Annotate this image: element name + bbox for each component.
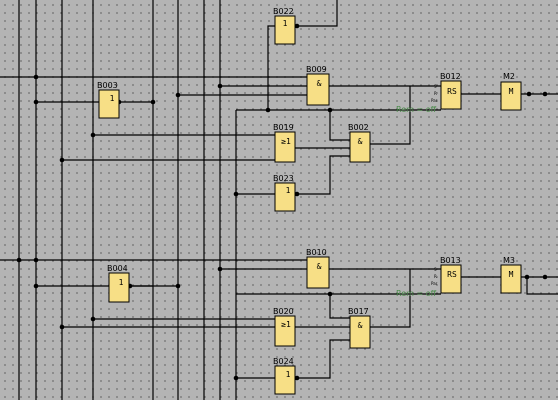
block-symbol: RS [447, 87, 457, 96]
block-label: B013 [440, 256, 461, 265]
junction-dot [294, 191, 300, 197]
junction-dot [16, 257, 22, 263]
block-label: B020 [273, 307, 294, 316]
junction-dot [33, 99, 39, 105]
junction-dot [233, 375, 239, 381]
junction-dot [217, 83, 223, 89]
block-label: M3 [503, 256, 515, 265]
block-symbol: ≥1 [281, 320, 291, 329]
block-b010[interactable]: B010 & [306, 248, 330, 289]
block-b017[interactable]: B017 & [348, 307, 371, 349]
block-b009[interactable]: B009 & [306, 65, 330, 106]
block-symbol: 1 [283, 19, 288, 28]
block-label: B019 [273, 123, 294, 132]
block-symbol: & [358, 137, 363, 146]
comment-remanence-upper: Rem = off [396, 105, 437, 114]
pin-par: Par [431, 281, 438, 286]
block-symbol: & [317, 79, 322, 88]
junction-dot [233, 191, 239, 197]
block-b003[interactable]: B003 1 [97, 81, 120, 119]
junction-dot [542, 91, 548, 97]
block-b019[interactable]: B019 ≥1 [273, 123, 296, 163]
block-symbol: M [509, 270, 514, 279]
block-m2[interactable]: M2 M [500, 72, 522, 111]
pin-reset: R [434, 91, 437, 96]
junction-dot [59, 324, 65, 330]
junction-dot [33, 257, 39, 263]
block-b002[interactable]: B002 & [348, 123, 371, 163]
junction-dot [327, 291, 333, 297]
block-label: B004 [107, 264, 128, 273]
block-symbol: 1 [110, 94, 115, 103]
junction-dot [294, 23, 300, 29]
block-b004[interactable]: B004 1 [107, 264, 130, 303]
block-symbol: M [509, 87, 514, 96]
junction-dot [524, 274, 530, 280]
block-label: B010 [306, 248, 327, 257]
junction-dot [33, 283, 39, 289]
block-label: B012 [440, 72, 461, 81]
junction-dot [90, 316, 96, 322]
junction-dot [175, 92, 181, 98]
pin-set: S [434, 84, 437, 89]
junction-dot [59, 157, 65, 163]
junction-dot [265, 107, 271, 113]
block-b012[interactable]: B012 RS S R Par [431, 72, 462, 110]
block-symbol: 1 [286, 186, 291, 195]
comment-remanence-lower: Rem = off [396, 289, 437, 298]
block-symbol: & [358, 321, 363, 330]
block-label: B024 [273, 357, 294, 366]
block-label: B002 [348, 123, 369, 132]
block-b013[interactable]: B013 RS S R Par [431, 256, 462, 294]
junction-dot [542, 274, 548, 280]
block-label: B022 [273, 7, 294, 16]
block-label: M2 [503, 72, 515, 81]
block-b023[interactable]: B023 1 [273, 174, 296, 212]
block-symbol: & [317, 262, 322, 271]
junction-dot [175, 283, 181, 289]
junction-dots [16, 23, 548, 381]
junction-dot [294, 375, 300, 381]
block-m3[interactable]: M3 M [500, 256, 522, 294]
junction-dot [90, 132, 96, 138]
block-label: B003 [97, 81, 118, 90]
block-symbol: RS [447, 270, 457, 279]
junction-dot [33, 74, 39, 80]
pin-reset: R [434, 274, 437, 279]
block-b022[interactable]: B022 1 [273, 7, 296, 45]
junction-dot [217, 266, 223, 272]
junction-dot [526, 91, 532, 97]
block-label: B009 [306, 65, 327, 74]
pin-par: Par [431, 98, 438, 103]
block-symbol: 1 [286, 370, 291, 379]
pin-set: S [434, 267, 437, 272]
block-symbol: 1 [119, 278, 124, 287]
block-b020[interactable]: B020 ≥1 [273, 307, 296, 347]
block-symbol: ≥1 [281, 137, 291, 146]
block-label: B017 [348, 307, 369, 316]
junction-dot [327, 107, 333, 113]
block-label: B023 [273, 174, 294, 183]
junction-dot [150, 99, 156, 105]
block-b024[interactable]: B024 1 [273, 357, 296, 395]
